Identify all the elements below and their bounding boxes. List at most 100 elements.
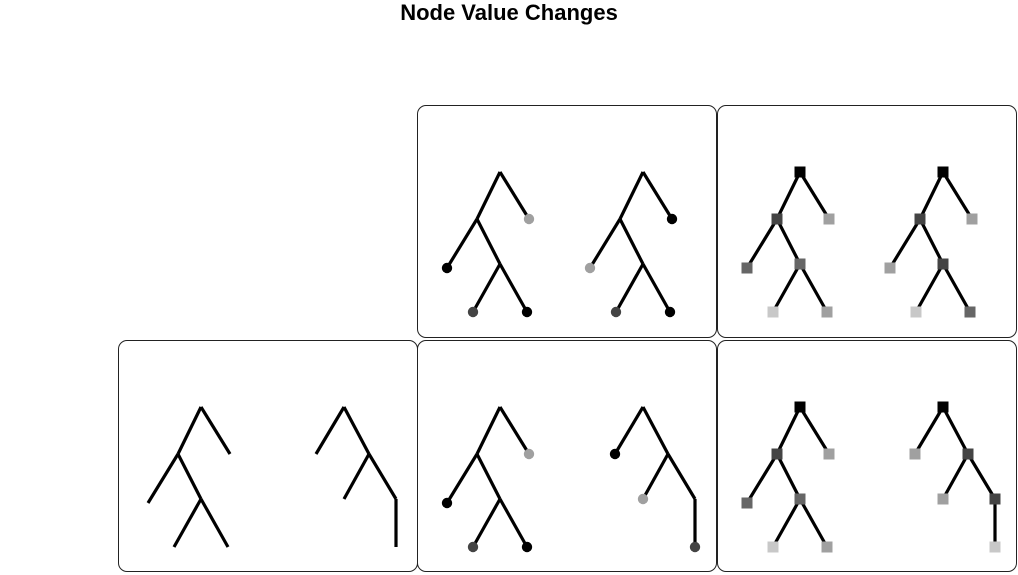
tree-node-square bbox=[821, 306, 833, 318]
tree-node-square bbox=[937, 258, 949, 270]
tree-node-circle bbox=[584, 262, 596, 274]
tree-pair-svg bbox=[741, 166, 978, 318]
tree-edge bbox=[641, 171, 674, 220]
tree-node-square bbox=[937, 401, 949, 413]
tree-node-square bbox=[767, 541, 779, 553]
tree-node-square bbox=[741, 262, 753, 274]
panel-bottom-left bbox=[118, 340, 418, 572]
tree-node-square bbox=[794, 493, 806, 505]
tree-edge bbox=[798, 171, 831, 220]
tree-edge bbox=[146, 453, 180, 504]
tree-edge bbox=[798, 498, 829, 548]
tree-edge bbox=[475, 406, 502, 455]
tree-1 bbox=[741, 166, 835, 318]
tree-edge bbox=[745, 453, 779, 504]
tree-node-circle bbox=[666, 213, 678, 225]
tree-node-square bbox=[966, 213, 978, 225]
tree-node-square bbox=[989, 541, 1001, 553]
tree-edge bbox=[172, 498, 203, 548]
tree-edge bbox=[613, 406, 645, 455]
tree-edge bbox=[918, 218, 945, 265]
tree-node-circle bbox=[521, 541, 533, 553]
tree-node-circle bbox=[664, 306, 676, 318]
tree-edge bbox=[498, 406, 531, 455]
tree-edge bbox=[775, 171, 802, 220]
tree-edge bbox=[775, 218, 802, 265]
tree-node-square bbox=[937, 493, 949, 505]
tree-edge bbox=[498, 263, 529, 313]
tree-edge bbox=[176, 406, 203, 455]
tree-edge bbox=[941, 453, 970, 500]
tree-edge bbox=[914, 263, 945, 313]
tree-node-circle bbox=[637, 493, 649, 505]
tree-node-square bbox=[910, 306, 922, 318]
tree-edge bbox=[966, 453, 997, 500]
tree-edge bbox=[641, 263, 672, 313]
tree-edge bbox=[618, 171, 645, 220]
tree-node-circle bbox=[441, 262, 453, 274]
tree-edge bbox=[498, 498, 529, 548]
tree-node-square bbox=[823, 213, 835, 225]
tree-1 bbox=[441, 406, 535, 553]
tree-edge bbox=[941, 171, 974, 220]
tree-node-circle bbox=[609, 448, 621, 460]
tree-pair-svg bbox=[441, 406, 701, 553]
tree-edge bbox=[176, 453, 203, 500]
tree-2 bbox=[609, 406, 701, 553]
figure-title: Node Value Changes bbox=[400, 0, 618, 25]
tree-pair-svg bbox=[741, 401, 1001, 553]
tree-node-square bbox=[962, 448, 974, 460]
tree-node-square bbox=[741, 497, 753, 509]
tree-edge bbox=[445, 218, 479, 269]
tree-2 bbox=[909, 401, 1001, 553]
tree-node-square bbox=[989, 493, 1001, 505]
tree-edge bbox=[471, 498, 502, 548]
tree-node-square bbox=[794, 401, 806, 413]
tree-edge bbox=[588, 218, 622, 269]
panel-top-middle bbox=[417, 105, 717, 338]
tree-edge bbox=[367, 453, 398, 500]
tree-edge bbox=[941, 406, 970, 455]
tree-edge bbox=[342, 406, 371, 455]
tree-node-square bbox=[823, 448, 835, 460]
tree-edge bbox=[199, 498, 230, 548]
tree-node-circle bbox=[610, 306, 622, 318]
tree-edge bbox=[918, 171, 945, 220]
tree-edge bbox=[941, 263, 972, 313]
tree-2 bbox=[884, 166, 978, 318]
tree-edge bbox=[745, 218, 779, 269]
tree-node-square bbox=[794, 258, 806, 270]
tree-edge bbox=[775, 406, 802, 455]
tree-2 bbox=[584, 171, 678, 318]
tree-node-square bbox=[937, 166, 949, 178]
tree-node-circle bbox=[523, 213, 535, 225]
tree-pair-svg bbox=[146, 406, 398, 548]
panel-bottom-right bbox=[717, 340, 1017, 572]
tree-edge bbox=[641, 406, 670, 455]
tree-edge bbox=[798, 406, 831, 455]
tree-edge bbox=[641, 453, 670, 500]
tree-edge bbox=[471, 263, 502, 313]
panel-bottom-middle bbox=[417, 340, 717, 572]
tree-node-square bbox=[909, 448, 921, 460]
tree-edge bbox=[314, 406, 346, 455]
tree-2 bbox=[314, 406, 398, 547]
tree-node-square bbox=[794, 166, 806, 178]
tree-edge bbox=[666, 453, 697, 500]
tree-edge bbox=[342, 453, 371, 500]
tree-node-square bbox=[771, 448, 783, 460]
tree-edge bbox=[618, 218, 645, 265]
tree-edge bbox=[888, 218, 922, 269]
tree-1 bbox=[441, 171, 535, 318]
tree-edge bbox=[199, 406, 232, 455]
tree-node-square bbox=[914, 213, 926, 225]
tree-edge bbox=[475, 453, 502, 500]
tree-node-circle bbox=[521, 306, 533, 318]
tree-edge bbox=[771, 263, 802, 313]
tree-node-square bbox=[964, 306, 976, 318]
tree-node-circle bbox=[523, 448, 535, 460]
panel-top-right bbox=[717, 105, 1017, 338]
tree-edge bbox=[771, 498, 802, 548]
tree-edge bbox=[798, 263, 829, 313]
tree-node-circle bbox=[467, 541, 479, 553]
